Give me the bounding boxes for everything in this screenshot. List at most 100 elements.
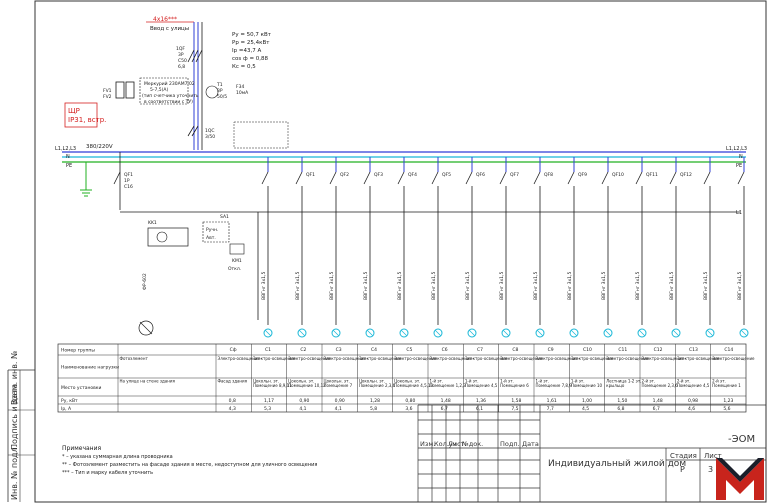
rcd: T1 3P 50/5 F34 10мА [205, 82, 249, 100]
notes: Примечания * – указана суммарная длина п… [62, 445, 317, 476]
load-name: Электро-освещение [606, 356, 649, 361]
lamp-icon [569, 328, 579, 338]
group-number: С3 [336, 347, 342, 353]
side-label-inventory: Инв. № подл. [10, 445, 19, 500]
lamp-icon [297, 328, 307, 338]
lamp-icon [399, 328, 409, 338]
disconnector: 1QC 3/50 [187, 125, 215, 140]
breaker-contact [431, 171, 439, 185]
breaker-label: QF9 [578, 172, 587, 178]
load-place: 1-й эт.Помещение 6 [500, 379, 529, 389]
load-name: Электро-освещение [712, 356, 755, 361]
lamp-icon [263, 328, 273, 338]
lamp-cross [332, 329, 340, 337]
svg-text:KM1: KM1 [232, 258, 242, 264]
trip-breakers [233, 121, 289, 149]
stamp-col-sign: Подп. [500, 440, 520, 448]
svg-text:SA1: SA1 [220, 214, 229, 220]
breaker-label: QF2 [340, 172, 349, 178]
load-power: 1,48 [653, 398, 663, 404]
svg-text:3P: 3P [178, 52, 184, 58]
breaker-label: QF10 [612, 172, 624, 178]
table-row-header: Место установки [61, 385, 102, 391]
param-py: Ру = 50,7 кВт [232, 32, 272, 38]
svg-text:C50: C50 [178, 58, 187, 64]
stamp-col-doc: №док. [461, 440, 483, 448]
load-place: 1-й эт.Помещение 10 [571, 379, 603, 389]
param-kc: Кс = 0,5 [232, 64, 256, 70]
cable-label: ВВГнг 3х1,5 [295, 272, 301, 300]
cable-label: ВВГнг 3х1,5 [329, 272, 335, 300]
lamp-cross [298, 329, 306, 337]
side-label-sign: Подпись и дата [10, 384, 19, 450]
breaker-contact [295, 171, 303, 185]
load-place: Цокольн. эт.Помещение 8,9,11 [253, 379, 292, 389]
cable-label: ВВГнг 3х1,5 [431, 272, 437, 300]
load-power: 1,28 [370, 398, 380, 404]
group-number: С10 [583, 347, 592, 353]
cable-label: ВВГнг 3х1,5 [635, 272, 641, 300]
bus-label-left: L1,L2,L3 [55, 146, 76, 152]
group-number: С2 [300, 347, 306, 353]
lamp-cross [502, 329, 510, 337]
svg-text:5-7,5(А): 5-7,5(А) [150, 87, 168, 93]
table-row-header: Iр, А [61, 406, 72, 412]
lamp-icon [501, 328, 511, 338]
panel-ip: IP31, встр. [68, 116, 106, 124]
lamp-icon [467, 328, 477, 338]
svg-text:1QF: 1QF [176, 46, 185, 52]
stamp-col-izm: Изм. [420, 440, 435, 448]
svg-text:C16: C16 [124, 184, 133, 190]
sheet-value: 3 [708, 465, 713, 474]
cable-label: ВВГнг 3х1,5 [363, 272, 369, 300]
load-current: 4,5 [582, 406, 589, 412]
load-place: Цокольн. эт.Помещение 2,3,6 [359, 379, 396, 389]
stamp-col-date: Дата [522, 440, 539, 448]
load-name: Электро-освещение [642, 356, 685, 361]
lamp-cross [536, 329, 544, 337]
breaker-label: QF11 [646, 172, 658, 178]
note-3: *** – Тип и марку кабеля уточнить [62, 470, 153, 476]
svg-text:3/50: 3/50 [205, 134, 215, 140]
n-label-left: N [66, 154, 70, 160]
cable-label: ВВГнг 3х1,5 [567, 272, 573, 300]
cable-label: ВВГнг 3х1,5 [465, 272, 471, 300]
svg-text:50/5: 50/5 [217, 94, 227, 100]
cable-label: ВВГнг 3х1,5 [737, 272, 743, 300]
breaker-contact [567, 171, 575, 185]
stage-value: Р [680, 465, 685, 474]
breaker-contact [703, 171, 711, 185]
cable-label: ВВГнг 3х1,5 [703, 272, 709, 300]
group-number: С7 [477, 347, 483, 353]
load-name: Электро-освещение [465, 356, 508, 361]
load-power: 0,90 [335, 398, 345, 404]
load-name: Электро-освещение [430, 356, 473, 361]
load-power: 1,00 [582, 398, 592, 404]
stage-header: Стадия [670, 452, 697, 460]
design-params: Ру = 50,7 кВт Рр = 25,4кВт Iр =43,7 А co… [232, 32, 272, 70]
sheet-header: Лист [704, 452, 722, 460]
l1-line-label: L1 [736, 210, 742, 216]
side-label-replace: Взам. инв. № [10, 350, 19, 405]
sheet-code: -ЭОМ [728, 434, 755, 445]
svg-text:1P: 1P [124, 178, 130, 184]
load-current: 4,3 [229, 406, 236, 412]
svg-text:(тип счетчика уточнить: (тип счетчика уточнить [142, 93, 199, 99]
load-place: Фасад здания [218, 379, 248, 384]
load-power: 1,61 [547, 398, 557, 404]
group-number: С4 [371, 347, 377, 353]
group-number: Сф [230, 347, 237, 353]
breaker-label: QF7 [510, 172, 519, 178]
load-power: 1,36 [476, 398, 486, 404]
lamp-icon [331, 328, 341, 338]
svg-text:10мА: 10мА [236, 90, 249, 96]
lamp-cross [366, 329, 374, 337]
group-number: С5 [406, 347, 412, 353]
drawing-title: Индивидуальный жилой дом [548, 459, 686, 469]
load-current: 7,5 [511, 406, 518, 412]
